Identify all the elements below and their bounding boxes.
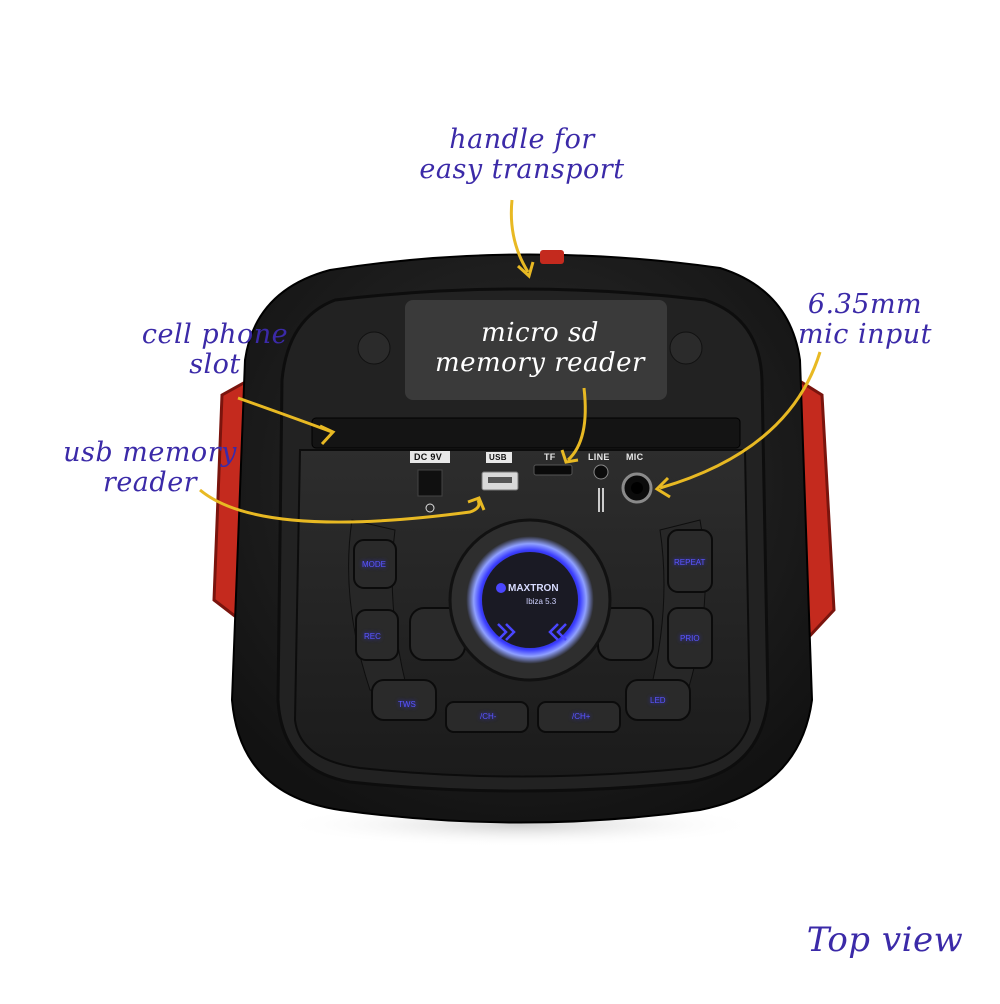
prev-label: /CH- [480,712,497,721]
repeat-button[interactable] [667,529,713,593]
next-button[interactable] [537,701,621,733]
arrow-mic-head [654,476,671,499]
tf-label: TF [544,452,556,462]
line-cable-icon [598,488,604,512]
dc-label-box [410,451,450,463]
dc-label: DC 9V [414,452,443,462]
repeat-label: REPEAT [674,558,706,567]
light-label: LED [650,696,666,705]
handle-annotation: handle for easy transport [412,125,632,185]
screw-cover-right [669,331,703,365]
mode-label: MODE [362,560,386,569]
arrow-handle-head [516,261,535,279]
arrow-usb [199,488,481,524]
usb-label: USB [489,453,507,462]
rec-button[interactable] [355,609,399,661]
top-handle-red [540,250,564,264]
phone-slot [311,417,741,449]
play-label: TWS [398,700,416,709]
mic-annotation-line2: mic input [798,319,932,350]
phone-slot-housing [405,300,667,400]
sd-annotation-line1: micro sd [481,318,599,348]
prev-button[interactable] [445,701,529,733]
next-label: /CH+ [572,712,591,721]
tf-card-slot[interactable] [533,464,573,476]
brand-name: MAXTRON [508,583,559,594]
usb-port-tongue [488,477,512,483]
arrow-sd [566,387,587,462]
usb-label-box [486,452,512,463]
prio-label: PRIO [680,634,700,643]
screw-cover-left [357,331,391,365]
arrow-mic [659,351,822,490]
line-label: LINE [588,452,610,462]
maxtron-logo-icon [496,583,506,593]
cell-annotation-line1: cell phone [141,319,289,350]
prio-button[interactable] [667,607,713,669]
top-view-caption: Top view [806,920,964,960]
rec-label: REC [364,632,381,641]
mic-annotation: 6.35mm mic input [780,290,950,350]
light-button[interactable] [625,679,691,721]
usb-annotation: usb memory reader [60,438,240,498]
handle-annotation-line2: easy transport [419,154,625,185]
knob-arrow-left-icon [497,623,516,641]
arrow-cell-head [319,424,336,446]
arrow-sd-head [560,449,579,464]
sd-annotation: micro sd memory reader [430,318,650,378]
usb-annotation-line1: usb memory [63,437,237,468]
sd-annotation-line2: memory reader [434,348,645,378]
mic-annotation-line1: 6.35mm [807,289,923,320]
handle-annotation-line1: handle for [449,124,595,155]
arrow-handle [509,199,530,273]
mic-label: MIC [626,452,644,462]
knob-arrow-right-icon [548,623,567,641]
dc-jack [417,469,443,497]
play-pause-button[interactable] [371,679,437,721]
mode-button[interactable] [353,539,397,589]
mic-jack-hole [631,482,643,494]
usb-annotation-line2: reader [102,467,198,498]
cell-annotation: cell phone slot [130,320,300,380]
dc-polarity-icon [425,503,435,513]
brand-model: Ibiza 5.3 [526,597,557,606]
cell-annotation-line2: slot [189,349,241,380]
arrow-usb-head [467,496,486,511]
line-in-jack[interactable] [593,464,609,480]
